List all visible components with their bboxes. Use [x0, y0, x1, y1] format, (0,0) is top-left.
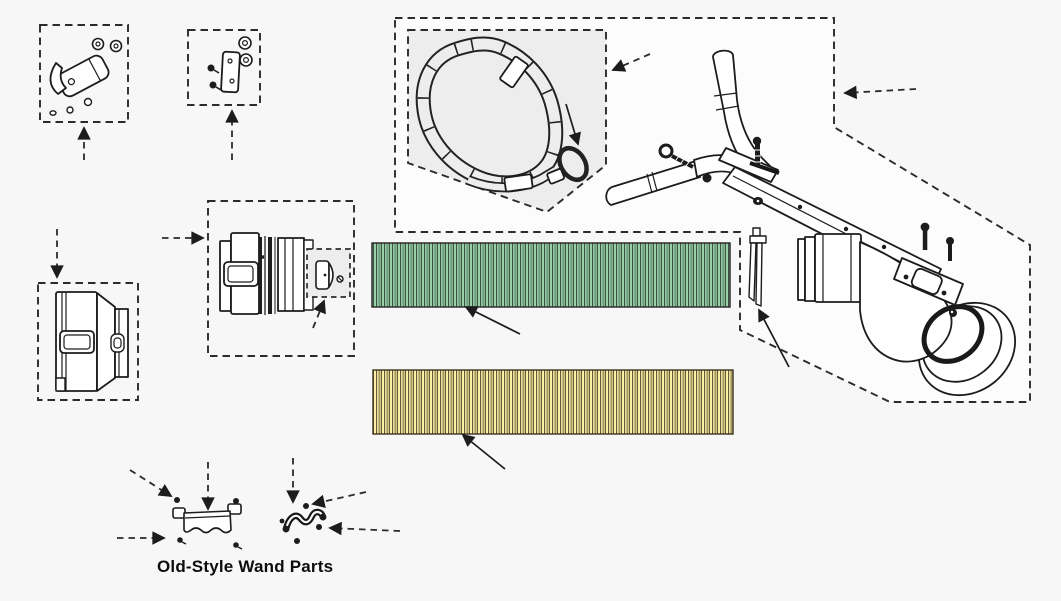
scraper-blade[interactable] — [748, 227, 767, 307]
old-style-wand-parts-label: Old-Style Wand Parts — [157, 557, 334, 576]
strap-clip-arrow — [565, 103, 581, 146]
latch-kit-box[interactable] — [306, 248, 351, 298]
green-hose[interactable] — [371, 242, 731, 308]
strap-adjuster — [503, 173, 534, 193]
throttle-handle-illustration — [49, 37, 123, 116]
scraper-blade-arrow — [758, 308, 790, 368]
upper-handle-grip — [712, 49, 772, 179]
handle-mount-bolt — [752, 136, 762, 167]
elbow-adapter-illustration — [55, 291, 129, 392]
nozzle-assembly — [859, 222, 1017, 397]
nozzle-screws — [920, 222, 957, 317]
latch-kit-illustration — [315, 260, 344, 290]
yellow-hose-arrow — [461, 433, 506, 470]
swivel-coupler-box[interactable] — [207, 200, 355, 357]
tube-nut — [753, 197, 763, 205]
green-hose-arrow — [464, 306, 521, 335]
mount-bracket-illustration — [207, 36, 253, 94]
eye-bolt — [658, 143, 694, 169]
left-handlebar-grip — [605, 160, 701, 206]
old-style-wand-bracket[interactable] — [172, 497, 243, 550]
wand-assembly[interactable] — [605, 49, 1033, 415]
handlebar-nut — [702, 173, 712, 183]
shoulder-strap-illustration — [415, 36, 589, 193]
nozzle-bracket — [893, 257, 964, 306]
washer-icon — [238, 36, 253, 67]
wand-region-callout-arrow — [843, 85, 917, 100]
handle-mount-plate — [718, 147, 780, 183]
washer-icon — [91, 37, 123, 53]
tube-cuff — [797, 233, 862, 303]
mount-bracket-parts-box[interactable] — [187, 29, 261, 106]
strap-clip — [546, 145, 589, 185]
clip-diagonal-arrow — [311, 491, 367, 509]
trigger-guard — [49, 62, 67, 95]
yellow-hose[interactable] — [372, 369, 734, 435]
clip-horizontal-arrow — [328, 521, 401, 536]
old-style-spring-clip[interactable] — [279, 503, 327, 544]
shoulder-strap-box[interactable] — [407, 29, 607, 214]
elbow-adapter-box[interactable] — [37, 282, 139, 401]
swivel-coupler-illustration — [219, 232, 314, 315]
latch-kit-arrow — [312, 299, 326, 329]
bracket-diagonal-arrow — [129, 469, 173, 498]
strap-buckle — [499, 55, 529, 89]
throttle-handle-parts-box[interactable] — [39, 24, 129, 123]
